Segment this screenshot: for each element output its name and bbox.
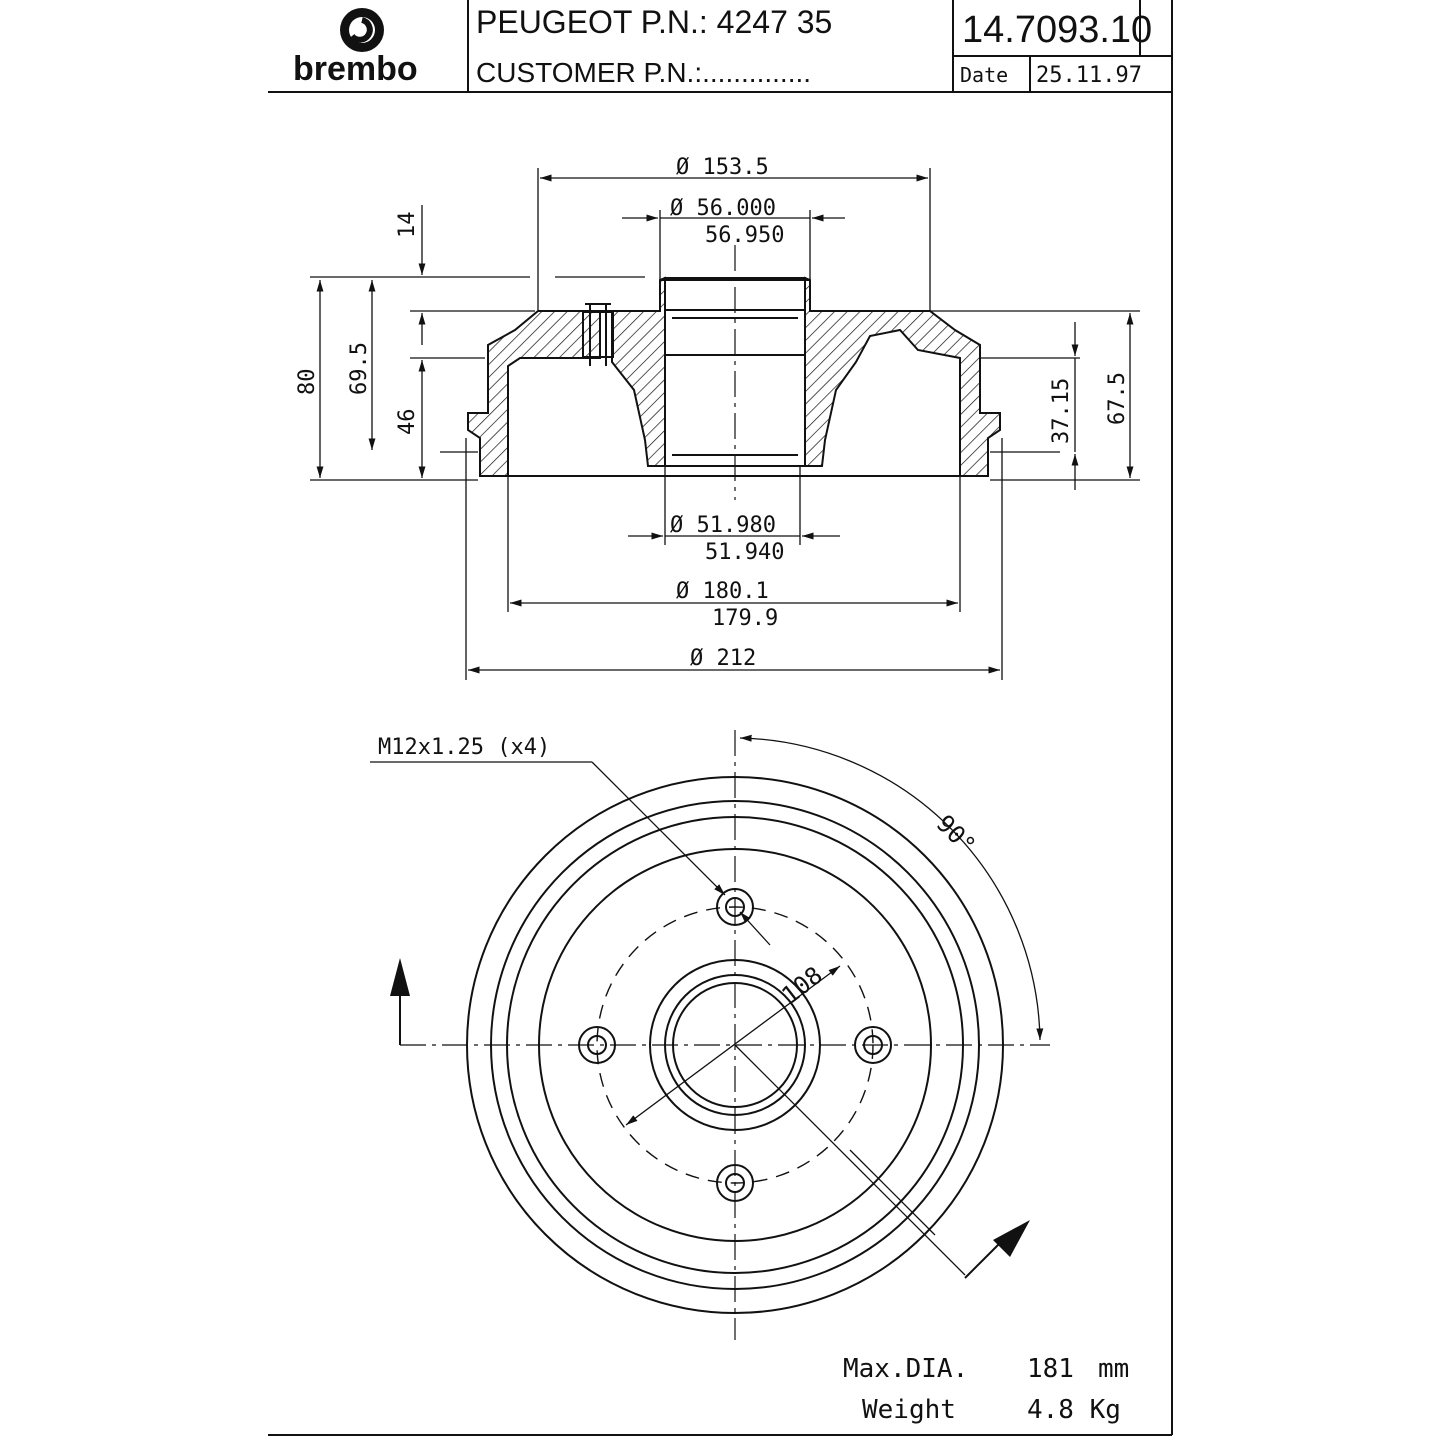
date-label: Date bbox=[960, 63, 1008, 87]
dim-height-69-5: 69.5 bbox=[347, 342, 372, 395]
dim-height-37-15: 37.15 bbox=[1049, 378, 1074, 444]
section-arrow-right bbox=[993, 1220, 1030, 1257]
customer-part-number: CUSTOMER P.N.:.............. bbox=[476, 57, 811, 88]
dim-height-67-5: 67.5 bbox=[1105, 372, 1130, 425]
dim-braking-upper: Ø 180.1 bbox=[676, 579, 769, 604]
angle-arc-top bbox=[739, 734, 1044, 1041]
dim-bearing-upper: Ø 51.980 bbox=[670, 513, 776, 538]
dim-height-80: 80 bbox=[295, 369, 320, 396]
bolt-hole-bottom bbox=[716, 1164, 754, 1202]
max-dia-value: 181 bbox=[1027, 1354, 1074, 1384]
front-view: M12x1.25 (x4) 108 90° bbox=[370, 730, 1050, 1340]
bolt-hole-left bbox=[578, 1026, 616, 1064]
braking-surface-ring bbox=[506, 816, 964, 1274]
section-arrow-left bbox=[390, 958, 410, 996]
weight-label: Weight bbox=[862, 1395, 956, 1425]
dim-outer-diameter: Ø 212 bbox=[690, 646, 756, 671]
pcd-circle bbox=[596, 906, 874, 1184]
dim-braking-lower: 179.9 bbox=[712, 606, 778, 631]
specs: Max.DIA. 181 mm Weight 4.8 Kg bbox=[843, 1354, 1129, 1425]
outer-edge-ring bbox=[466, 776, 1004, 1314]
oem-part-number: PEUGEOT P.N.: 4247 35 bbox=[476, 4, 832, 40]
section-view: Ø 153.5 Ø 56.000 56.950 Ø 51.980 51.940 … bbox=[295, 155, 1140, 680]
dim-height-46: 46 bbox=[395, 409, 420, 436]
dim-hub-bore-lower: 56.950 bbox=[705, 223, 784, 248]
max-dia-unit: mm bbox=[1098, 1354, 1129, 1384]
drum-section-right bbox=[804, 276, 1001, 477]
hub-bore bbox=[664, 277, 806, 467]
dim-hub-bore-upper: Ø 56.000 bbox=[670, 196, 776, 221]
pcd-dimension: 108 bbox=[776, 961, 827, 1010]
inner-drum-ring bbox=[538, 848, 932, 1242]
drum-section-left bbox=[467, 276, 666, 477]
dim-flange-diameter: Ø 153.5 bbox=[676, 155, 769, 180]
part-number: 14.7093.10 bbox=[962, 9, 1152, 51]
dim-bearing-lower: 51.940 bbox=[705, 540, 784, 565]
date-value: 25.11.97 bbox=[1036, 63, 1142, 88]
title-block: brembo PEUGEOT P.N.: 4247 35 CUSTOMER P.… bbox=[268, 0, 1173, 1436]
weight-value: 4.8 Kg bbox=[1027, 1395, 1121, 1425]
max-dia-label: Max.DIA. bbox=[843, 1354, 968, 1384]
thread-note: M12x1.25 (x4) bbox=[378, 735, 550, 760]
brembo-logo: brembo bbox=[293, 8, 418, 88]
wheel-stud bbox=[582, 311, 614, 358]
brand-name: brembo bbox=[293, 50, 418, 88]
dim-height-14: 14 bbox=[395, 212, 420, 239]
rim-ring bbox=[490, 800, 980, 1290]
